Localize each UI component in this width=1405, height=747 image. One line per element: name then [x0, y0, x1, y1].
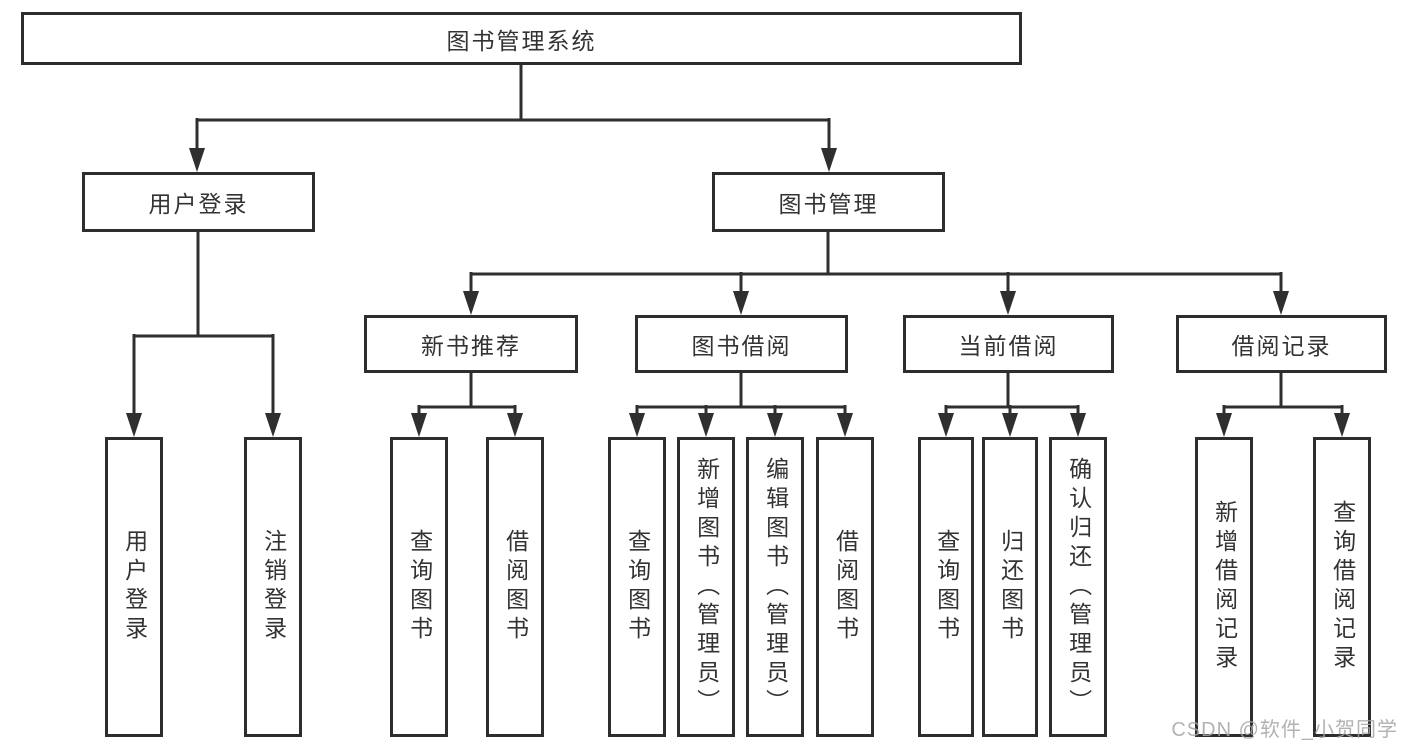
arrow-down-icon: [1000, 291, 1016, 315]
leaf-current-query-book: 查询图书: [918, 437, 974, 737]
leaf-newrec-query-book-label: 查询图书: [406, 529, 433, 645]
leaf-borrowing-query-book: 查询图书: [608, 437, 666, 737]
arrow-down-icon: [265, 413, 281, 437]
arrow-down-icon: [733, 291, 749, 315]
connector-book-management-children: [463, 230, 1289, 315]
connector-book-borrowing-children: [629, 371, 853, 437]
leaf-logout-label: 注销登录: [260, 529, 287, 645]
leaf-borrowing-add-book-admin: 新增图书（管理员）: [677, 437, 735, 737]
node-book-management: 图书管理: [712, 172, 945, 232]
leaf-current-confirm-return-admin-label: 确认归还（管理员）: [1065, 456, 1092, 718]
arrow-down-icon: [1273, 291, 1289, 315]
node-new-book-recommendation-label: 新书推荐: [421, 333, 521, 359]
node-borrowing-records: 借阅记录: [1176, 315, 1387, 373]
leaf-current-return-book-label: 归还图书: [997, 529, 1024, 645]
leaf-records-add-record: 新增借阅记录: [1195, 437, 1253, 737]
connector-root-to-level2: [189, 63, 837, 172]
node-borrowing-records-label: 借阅记录: [1231, 333, 1332, 359]
connector-user-login-children: [126, 230, 281, 437]
leaf-user-login: 用户登录: [105, 437, 163, 737]
connector-current-borrowing-children: [938, 371, 1086, 437]
arrow-down-icon: [189, 148, 205, 172]
arrow-down-icon: [698, 413, 714, 437]
leaf-current-return-book: 归还图书: [982, 437, 1038, 737]
watermark: CSDN @软件_小贺同学: [1171, 719, 1398, 741]
arrow-down-icon: [1002, 413, 1018, 437]
leaf-borrowing-borrow-book-label: 借阅图书: [832, 529, 859, 645]
node-user-login-label: 用户登录: [148, 191, 249, 217]
node-user-login: 用户登录: [82, 172, 315, 232]
leaf-records-query-record: 查询借阅记录: [1313, 437, 1371, 737]
leaf-records-add-record-label: 新增借阅记录: [1211, 500, 1238, 674]
node-root: 图书管理系统: [21, 12, 1022, 65]
connector-borrowing-records-children: [1216, 371, 1350, 437]
node-book-management-label: 图书管理: [778, 191, 879, 217]
leaf-user-login-label: 用户登录: [121, 529, 148, 645]
arrow-down-icon: [1216, 413, 1232, 437]
leaf-borrowing-query-book-label: 查询图书: [624, 529, 651, 645]
arrow-down-icon: [629, 413, 645, 437]
arrow-down-icon: [837, 413, 853, 437]
leaf-newrec-borrow-book: 借阅图书: [486, 437, 544, 737]
leaf-borrowing-borrow-book: 借阅图书: [816, 437, 874, 737]
arrow-down-icon: [126, 413, 142, 437]
leaf-newrec-query-book: 查询图书: [390, 437, 448, 737]
arrow-down-icon: [938, 413, 954, 437]
leaf-logout: 注销登录: [244, 437, 302, 737]
arrow-down-icon: [767, 413, 783, 437]
leaf-newrec-borrow-book-label: 借阅图书: [502, 529, 529, 645]
node-current-borrowing: 当前借阅: [903, 315, 1114, 373]
leaf-current-query-book-label: 查询图书: [933, 529, 960, 645]
arrow-down-icon: [463, 291, 479, 315]
node-new-book-recommendation: 新书推荐: [364, 315, 578, 373]
node-root-label: 图书管理系统: [446, 27, 597, 54]
leaf-borrowing-edit-book-admin-label: 编辑图书（管理员）: [762, 456, 789, 718]
arrow-down-icon: [411, 413, 427, 437]
node-book-borrowing: 图书借阅: [635, 315, 848, 373]
leaf-records-query-record-label: 查询借阅记录: [1329, 500, 1356, 674]
leaf-borrowing-add-book-admin-label: 新增图书（管理员）: [693, 456, 720, 718]
arrow-down-icon: [1334, 413, 1350, 437]
leaf-current-confirm-return-admin: 确认归还（管理员）: [1049, 437, 1107, 737]
arrow-down-icon: [507, 413, 523, 437]
leaf-borrowing-edit-book-admin: 编辑图书（管理员）: [746, 437, 804, 737]
node-book-borrowing-label: 图书借阅: [691, 333, 792, 359]
connector-new-book-children: [411, 371, 523, 437]
arrow-down-icon: [1070, 413, 1086, 437]
arrow-down-icon: [821, 148, 837, 172]
node-current-borrowing-label: 当前借阅: [958, 333, 1059, 359]
